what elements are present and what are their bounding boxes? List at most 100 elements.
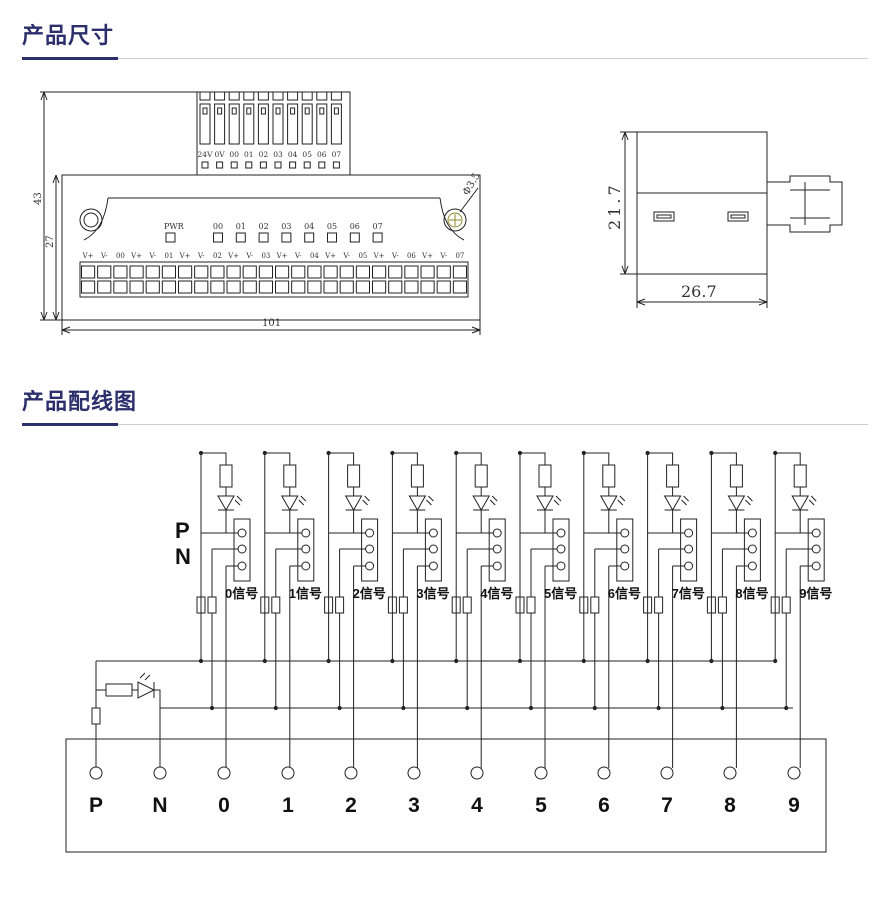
channel-connector-pin <box>301 544 311 554</box>
rail-junction <box>645 450 650 456</box>
channel-led-rays <box>298 495 307 506</box>
channel-connector-pin <box>492 561 502 571</box>
connector-slot <box>214 103 226 145</box>
channel-connector-pin <box>556 544 566 554</box>
channel-connector-pin <box>684 528 694 538</box>
terminal-label: 07 <box>455 252 464 260</box>
pwr-label: PWR <box>164 222 185 231</box>
led-indicator <box>327 232 337 243</box>
terminal-cell-lower <box>275 280 290 294</box>
terminal-screw <box>723 766 737 780</box>
connector-pin-square <box>201 161 209 169</box>
channel-fuse <box>387 596 397 614</box>
connector-slot <box>330 103 342 145</box>
channel-connector-pin <box>620 561 630 571</box>
channel-top-wire <box>520 452 546 465</box>
terminal-cell-lower <box>307 280 322 294</box>
channel-fuse <box>398 596 408 614</box>
terminal-cell-upper <box>420 265 435 279</box>
terminal-screw <box>597 766 611 780</box>
terminal-label: V+ <box>130 252 142 260</box>
terminal-cell-lower <box>194 280 209 294</box>
channel-fuse <box>706 596 716 614</box>
channel-fuse <box>335 596 345 614</box>
terminal-label: 04 <box>310 252 319 260</box>
side-view: 21.7 26.7 <box>605 131 843 308</box>
bus-junction <box>517 658 523 664</box>
channel-connector-pin <box>237 561 247 571</box>
channel-fuse <box>643 596 653 614</box>
connector-slot-window <box>290 107 296 115</box>
bus-junction <box>454 658 459 664</box>
channel-top-wire <box>711 452 737 465</box>
channel-connector <box>233 518 251 582</box>
channel-connector-pin <box>428 528 438 538</box>
connector-slot <box>228 103 240 145</box>
terminal-label: 4 <box>471 794 483 817</box>
wiring-title-rule <box>22 424 868 425</box>
connector-slot <box>199 103 211 145</box>
connector-pin-label: 01 <box>244 150 254 159</box>
terminal-screw <box>787 766 801 780</box>
terminal-label: 00 <box>116 252 125 260</box>
channel-3: 3信号 <box>387 450 450 768</box>
channel-fuse <box>717 596 727 614</box>
terminal-label: V- <box>294 252 302 260</box>
connector-slot-window <box>319 107 325 115</box>
mount-hole-right <box>443 208 467 232</box>
dim-height-total-arrows <box>40 91 48 321</box>
channel-resistor <box>538 464 552 488</box>
pn-led <box>137 681 156 699</box>
mount-hole-right-cross <box>449 214 461 226</box>
rail-junction <box>581 450 586 456</box>
bus-junction <box>528 705 534 711</box>
channel-led <box>344 495 363 512</box>
channel-led-rays <box>426 495 434 506</box>
dim-height-board: 27 <box>45 235 56 248</box>
dim-height-total: 43 <box>33 192 44 205</box>
channel-connector <box>361 518 379 582</box>
terminal-cell-upper <box>258 265 274 279</box>
terminal-label: V- <box>439 252 447 260</box>
terminal-cell-lower <box>436 280 451 294</box>
connector-pin-label: 0V <box>214 150 225 159</box>
board-outline <box>61 174 481 321</box>
board-recess <box>83 197 465 241</box>
terminal-screw <box>281 766 295 780</box>
side-slot-left <box>653 211 675 222</box>
connector-slot-window <box>202 107 208 115</box>
connector-slot-window <box>260 107 266 115</box>
channel-fuse <box>526 596 536 614</box>
channel-connector-pin <box>428 561 438 571</box>
channel-connector-pin <box>365 544 375 554</box>
channel-connector-pin <box>492 544 502 554</box>
connector-pin-square <box>303 161 311 169</box>
connector-slot-top <box>257 91 269 101</box>
channel-signal-label: 9信号 <box>799 586 832 601</box>
dim-height-board-arrows <box>52 174 60 321</box>
terminal-cell-lower <box>210 280 225 294</box>
channel-led <box>791 495 810 512</box>
connector-slot <box>272 103 284 145</box>
channel-signal-label: 1信号 <box>289 586 322 601</box>
connector-slot-top <box>228 91 240 101</box>
terminal-label: V+ <box>227 252 239 260</box>
terminal-cell-upper <box>323 265 338 279</box>
connector-pin-label: 06 <box>317 150 327 159</box>
terminal-label: 8 <box>724 794 736 817</box>
terminal-label: V- <box>100 252 108 260</box>
connector-slot-top <box>272 91 284 101</box>
mount-hole-right-inner <box>447 212 463 228</box>
wiring-section-title: 产品配线图 <box>22 390 138 415</box>
channel-7: 7信号 <box>643 450 705 768</box>
channel-1: 1信号 <box>260 450 322 768</box>
led-indicator <box>281 232 292 243</box>
connector-pin-square <box>274 161 282 169</box>
channel-led <box>599 495 618 512</box>
terminal-label: V- <box>197 252 205 260</box>
terminal-cell-upper <box>372 265 387 279</box>
connector-slot <box>287 103 299 145</box>
terminal-label: 02 <box>213 252 222 260</box>
p-fuse <box>91 707 101 725</box>
